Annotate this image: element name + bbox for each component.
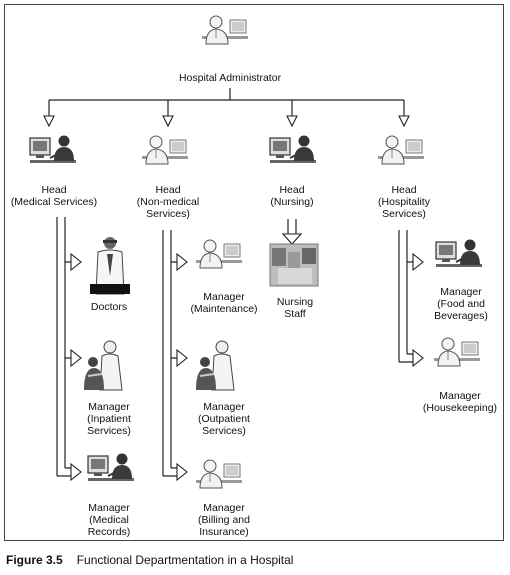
nursing-staff-photo-icon	[269, 243, 319, 287]
nurse-with-patient-icon	[195, 340, 235, 391]
doctor-at-desk-icon	[433, 337, 481, 367]
manager-maintenance-label: Manager (Maintenance)	[190, 291, 258, 315]
computer-user-icon	[29, 134, 77, 164]
doctor-at-desk-icon	[195, 459, 243, 489]
manager-inpatient-services-label: Manager (Inpatient Services)	[87, 401, 131, 437]
manager-food-and-beverages-label: Manager (Food and Beverages)	[434, 286, 488, 322]
doctor-at-desk-icon	[377, 135, 425, 165]
computer-user-icon	[435, 238, 483, 268]
nursing-staff-label: Nursing Staff	[276, 296, 314, 320]
head-hospitality-services-label: Head (Hospitality Services)	[378, 184, 430, 220]
diagram-frame	[4, 4, 504, 541]
arrowheads	[43, 115, 424, 482]
doctors-label: Doctors	[90, 301, 128, 313]
manager-outpatient-services-label: Manager (Outpatient Services)	[198, 401, 250, 437]
figure-title: Functional Departmentation in a Hospital	[76, 553, 294, 567]
doctor-icon	[89, 236, 131, 295]
hospital-administrator-label: Hospital Administrator	[178, 72, 282, 84]
doctor-with-patient-icon	[201, 15, 249, 45]
doctor-at-desk-icon	[195, 239, 243, 269]
head-non-medical-services-label: Head (Non-medical Services)	[136, 184, 200, 220]
connector-lines	[48, 88, 413, 477]
manager-housekeeping-label: Manager (Housekeeping)	[422, 390, 498, 414]
head-nursing-label: Head (Nursing)	[270, 184, 314, 208]
manager-medical-records-label: Manager (Medical Records)	[87, 502, 131, 538]
doctor-at-desk-icon	[141, 135, 189, 165]
head-medical-services-label: Head (Medical Services)	[10, 184, 98, 208]
computer-user-icon	[87, 452, 135, 482]
manager-billing-and-insurance-label: Manager (Billing and Insurance)	[198, 502, 250, 538]
nurse-with-patient-icon	[83, 340, 123, 391]
figure-caption: Figure 3.5 Functional Departmentation in …	[6, 553, 293, 567]
figure-number: Figure 3.5	[6, 553, 63, 567]
computer-user-icon	[269, 134, 317, 164]
